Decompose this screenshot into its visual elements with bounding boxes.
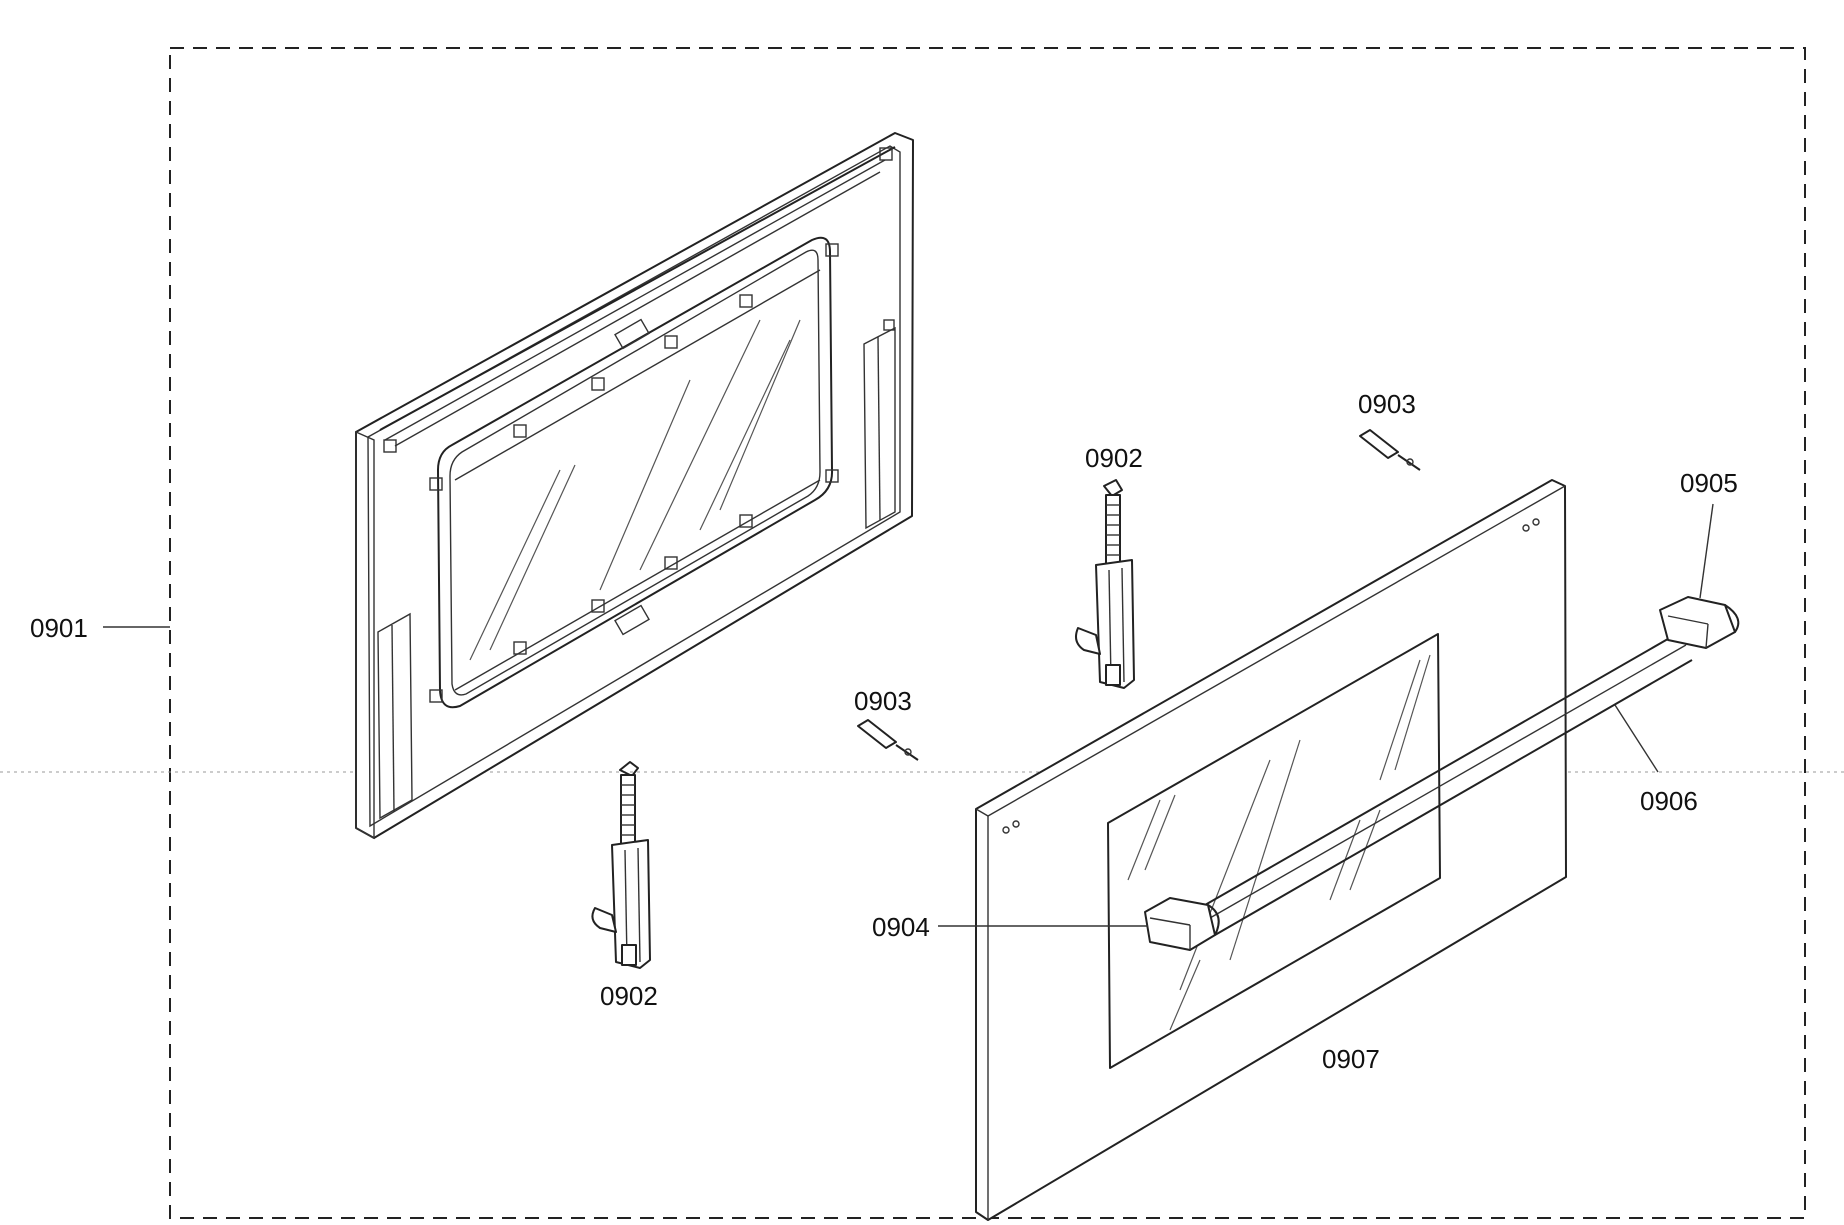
pin-left [857,719,919,761]
pin-right [1359,429,1421,471]
handle-cap-right [1659,596,1740,649]
label-0907: 0907 [1322,1044,1380,1074]
label-0901: 0901 [30,613,88,643]
leader-0905 [1699,503,1714,599]
label-0903-right: 0903 [1358,389,1416,419]
label-0903-left: 0903 [854,686,912,716]
hinge-left [591,761,651,969]
label-0902-right: 0902 [1085,443,1143,473]
leader-0906 [1614,704,1659,773]
label-0905: 0905 [1680,468,1738,498]
hinge-right [1075,479,1135,689]
handle-cap-left [1144,897,1220,951]
outer-glass-panel [975,479,1567,1221]
inner-door-panel [355,132,914,840]
label-0904: 0904 [872,912,930,942]
handle-bar [1204,631,1693,936]
label-0906: 0906 [1640,786,1698,816]
label-0902-left: 0902 [600,981,658,1011]
